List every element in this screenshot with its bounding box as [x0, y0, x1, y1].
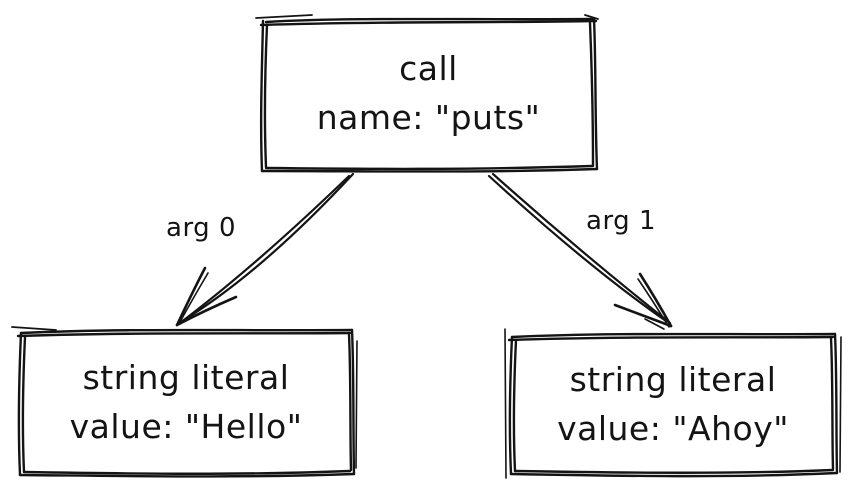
sketch-strokes	[11, 14, 842, 479]
node-ahoy-type: string literal	[569, 359, 777, 399]
node-call-name: name: "puts"	[316, 98, 541, 137]
node-string-literal-ahoy: string literal value: "Ahoy"	[508, 333, 838, 476]
node-hello-box	[11, 326, 358, 478]
node-hello-type: string literal	[82, 358, 290, 398]
node-hello-value: value: "Hello"	[69, 407, 303, 446]
node-string-literal-hello: string literal value: "Hello"	[17, 329, 355, 477]
node-ahoy-value: value: "Ahoy"	[557, 408, 789, 448]
node-call-box	[255, 14, 599, 173]
edge-label-arg0: arg 0	[166, 213, 236, 243]
node-call: call name: "puts"	[260, 18, 597, 170]
arrow-arg0	[175, 172, 355, 327]
arrow-arg1	[487, 172, 673, 330]
node-call-type: call	[399, 49, 458, 89]
node-ahoy-box	[504, 328, 842, 479]
edge-label-arg1: arg 1	[586, 206, 656, 236]
